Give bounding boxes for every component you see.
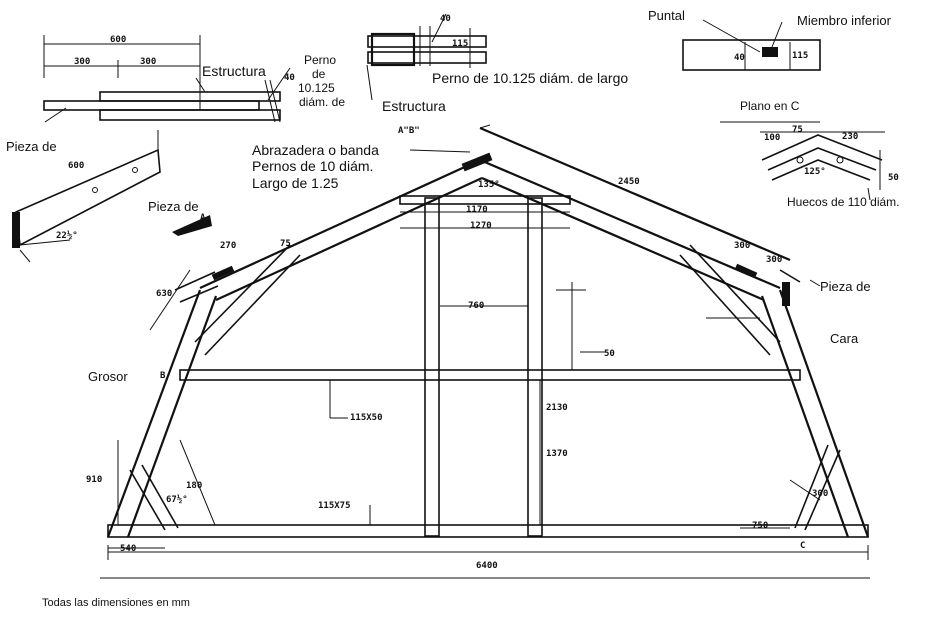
dimension-lines	[100, 124, 870, 579]
label-estructura-top: Estructura	[202, 63, 266, 79]
label-abrazadera: Abrazadera o banda	[252, 142, 379, 158]
label-estructura-mid: Estructura	[382, 98, 446, 114]
arrow-pieza	[172, 215, 212, 236]
dim-125: 125°	[804, 167, 826, 177]
dim-100: 100	[764, 133, 781, 143]
dim-40-c: 40	[734, 53, 745, 63]
dim-40-a: 40	[284, 73, 295, 83]
dim-50-detail: 50	[888, 173, 899, 183]
detail-estructura-left	[43, 35, 291, 123]
dim-910: 910	[86, 475, 103, 485]
label-footer: Todas las dimensiones en mm	[42, 597, 190, 609]
dim-750: 750	[752, 521, 769, 531]
dim-75: 75	[792, 125, 803, 135]
label-cara: Cara	[830, 331, 859, 346]
dim-600-top: 600	[110, 35, 127, 45]
dim-230: 230	[842, 132, 859, 142]
letter-a: A	[200, 213, 206, 223]
dim-22-5: 22½°	[56, 231, 78, 241]
label-pieza-de-1: Pieza de	[6, 139, 57, 154]
label-pernos-10: Pernos de 10 diám.	[252, 158, 374, 174]
dim-600-piece: 600	[68, 161, 85, 171]
label-puntal: Puntal	[648, 8, 685, 23]
dim-50-right: 50	[604, 349, 615, 359]
dim-540: 540	[120, 544, 137, 554]
dim-180: 180	[186, 481, 203, 491]
letter-b: B	[160, 371, 166, 381]
detail-plano-en-c	[682, 19, 821, 123]
label-perno-long: Perno de 10.125 diám. de largo	[432, 70, 629, 86]
dim-300-b: 300	[140, 57, 157, 67]
dim-2130: 2130	[546, 403, 568, 413]
dim-40-b: 40	[440, 14, 451, 24]
label-perno-2: de	[312, 67, 326, 81]
dim-2450: 2450	[618, 177, 640, 187]
dim-67: 67½°	[166, 495, 188, 505]
detail-huecos	[760, 131, 885, 201]
dim-1370: 1370	[546, 449, 568, 459]
detail-perno	[366, 13, 487, 101]
label-pieza-de-2: Pieza de	[148, 199, 199, 214]
label-largo: Largo de 1.25	[252, 175, 339, 191]
label-perno-3: 10.125	[298, 81, 335, 95]
label-miembro-inferior: Miembro inferior	[797, 13, 891, 28]
label-pieza-de-3: Pieza de	[820, 279, 871, 294]
label-perno-4: diám. de	[299, 95, 346, 109]
dim-135: 135°	[478, 180, 500, 190]
dim-300-right-b: 300	[766, 255, 783, 265]
dim-75b: 75	[280, 239, 291, 249]
dim-300-a: 300	[74, 57, 91, 67]
dim-115x75: 115X75	[318, 501, 351, 511]
dim-ab: A"B"	[398, 126, 420, 136]
dim-115x50: 115X50	[350, 413, 383, 423]
truss-frame	[106, 126, 870, 538]
dim-630: 630	[156, 289, 173, 299]
dim-300-c: 300	[812, 489, 829, 499]
dim-6400: 6400	[476, 561, 498, 571]
detail-pieza-left	[12, 130, 161, 263]
dim-270: 270	[220, 241, 237, 251]
dim-115-b: 115	[792, 51, 809, 61]
dim-115-a: 115	[452, 39, 469, 49]
label-grosor: Grosor	[88, 369, 128, 384]
label-perno-1: Perno	[304, 53, 337, 67]
label-huecos: Huecos de 110 diám.	[787, 195, 900, 209]
dim-1170: 1170	[466, 205, 488, 215]
dim-760: 760	[468, 301, 485, 311]
dim-1270: 1270	[470, 221, 492, 231]
letter-c: C	[800, 541, 806, 551]
label-plano-en-c: Plano en C	[740, 99, 800, 113]
dim-300-right-a: 300	[734, 241, 751, 251]
